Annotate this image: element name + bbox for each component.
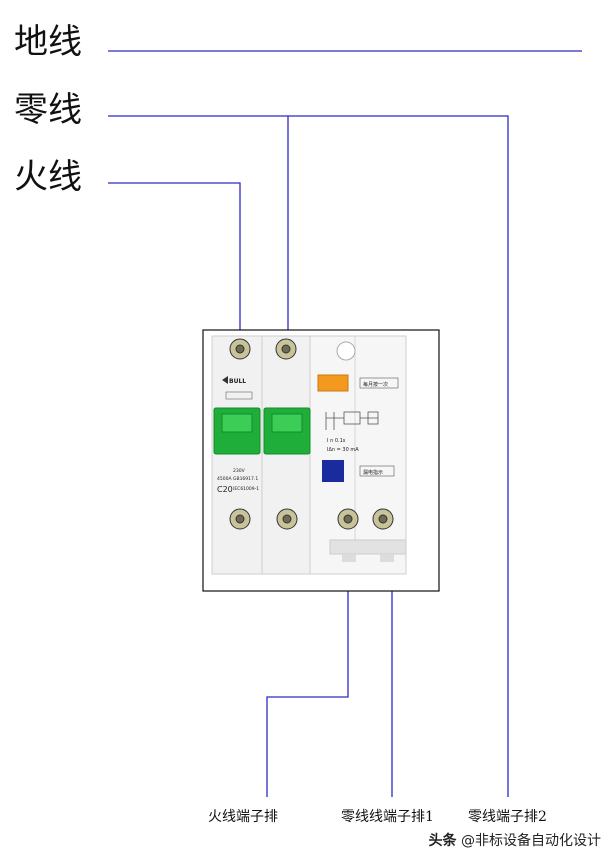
breaker-body [212,336,406,574]
standard-text-2: IEC61009-1 [233,486,259,492]
trip-spec-text-2: IΔn = 30 mA [327,447,359,453]
neutral-terminal-block-2-label: 零线端子排2 [468,808,547,826]
brand-text: BULL [229,378,246,385]
live-terminal-block-label: 火线端子排 [208,808,278,826]
leakage-indicator [322,460,344,482]
live-label: 火线 [14,157,82,197]
trip-spec-text-1: I n 0.1s [327,438,346,444]
neutral-label: 零线 [14,90,82,130]
watermark: 头条 @非标设备自动化设计 [429,830,601,850]
standard-text-1: GB16917.1 [233,476,258,482]
rating-text: C20 [217,485,233,494]
ground-label: 地线 [14,22,82,62]
leak-label-text: 漏电指示 [363,469,383,476]
voltage-text: 230V [233,468,246,474]
watermark-prefix: 头条 [429,833,457,849]
test-label-text: 每月按一次 [363,381,388,388]
neutral-terminal-block-1-label: 零线线端子排1 [341,808,434,826]
watermark-text: @非标设备自动化设计 [461,833,601,849]
capacity-text: 4500A [217,476,232,482]
live-wire [108,183,240,336]
test-button [318,375,348,391]
